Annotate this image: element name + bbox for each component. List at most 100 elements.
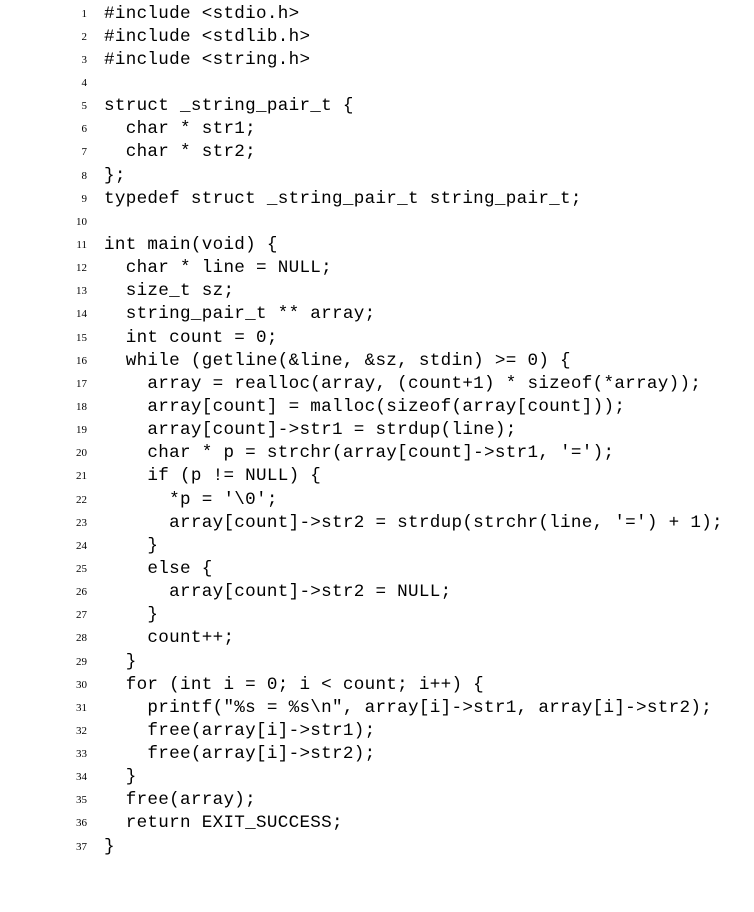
line-number: 15 <box>76 331 87 344</box>
code-line: 14 string_pair_t ** array; <box>0 303 723 326</box>
code-line: 28 count++; <box>0 627 723 650</box>
line-number: 1 <box>81 7 88 20</box>
code-line: 29 } <box>0 650 723 673</box>
code-line: 16 while (getline(&line, &sz, stdin) >= … <box>0 349 723 372</box>
line-number: 5 <box>81 100 88 113</box>
line-number: 34 <box>76 771 87 784</box>
code-line: 5 struct _string_pair_t { <box>0 95 723 118</box>
code-text: printf("%s = %s\n", array[i]->str1, arra… <box>104 697 713 718</box>
line-number: 9 <box>81 192 88 205</box>
code-text: char * p = strchr(array[count]->str1, '=… <box>104 443 615 464</box>
code-line: 18 array[count] = malloc(sizeof(array[co… <box>0 395 723 418</box>
code-text: array[count] = malloc(sizeof(array[count… <box>104 396 626 417</box>
line-number: 27 <box>76 609 87 622</box>
code-text: free(array[i]->str1); <box>104 720 376 741</box>
code-text: int main(void) { <box>104 234 278 255</box>
code-text: struct _string_pair_t { <box>104 96 354 117</box>
code-line: 19 array[count]->str1 = strdup(line); <box>0 419 723 442</box>
line-number: 2 <box>81 30 88 43</box>
line-number: 3 <box>81 53 88 66</box>
line-number: 28 <box>76 632 87 645</box>
code-text: else { <box>104 558 213 579</box>
line-number: 22 <box>76 493 87 506</box>
line-number: 8 <box>81 169 88 182</box>
line-number: 7 <box>81 146 88 159</box>
code-line: 33 free(array[i]->str2); <box>0 743 723 766</box>
code-line: 23 array[count]->str2 = strdup(strchr(li… <box>0 511 723 534</box>
line-number: 31 <box>76 701 87 714</box>
code-text: for (int i = 0; i < count; i++) { <box>104 674 485 695</box>
code-text: } <box>104 836 115 857</box>
line-number: 32 <box>76 724 87 737</box>
code-text: } <box>104 767 137 788</box>
code-text: char * str1; <box>104 119 257 140</box>
code-line: 32 free(array[i]->str1); <box>0 719 723 742</box>
code-text: array[count]->str2 = strdup(strchr(line,… <box>104 512 723 533</box>
code-line: 2 #include <stdlib.h> <box>0 25 723 48</box>
line-number: 24 <box>76 539 87 552</box>
code-line: 4 <box>0 71 723 94</box>
code-listing: 1#include <stdio.h> 2 #include <stdlib.h> 3… <box>0 2 723 858</box>
code-line: 11 int main(void) { <box>0 233 723 256</box>
line-number: 11 <box>76 238 87 251</box>
code-text: #include <stdlib.h> <box>104 26 311 47</box>
code-line: 24 } <box>0 534 723 557</box>
code-line: 20 char * p = strchr(array[count]->str1,… <box>0 442 723 465</box>
line-number: 37 <box>76 840 87 853</box>
code-text: char * str2; <box>104 142 257 163</box>
line-number: 16 <box>76 354 87 367</box>
code-line: 35 free(array); <box>0 789 723 812</box>
line-number: 21 <box>76 470 87 483</box>
line-number: 6 <box>81 123 88 136</box>
code-line: 12 char * line = NULL; <box>0 257 723 280</box>
line-number: 30 <box>76 678 87 691</box>
code-text: } <box>104 535 159 556</box>
line-number: 33 <box>76 748 87 761</box>
code-text: return EXIT_SUCCESS; <box>104 813 343 834</box>
code-text: }; <box>104 165 126 186</box>
line-number: 29 <box>76 655 87 668</box>
code-line: 13 size_t sz; <box>0 280 723 303</box>
code-text: free(array[i]->str2); <box>104 744 376 765</box>
code-text: count++; <box>104 628 235 649</box>
code-line: 21 if (p != NULL) { <box>0 465 723 488</box>
code-line: 8}; <box>0 164 723 187</box>
line-number: 17 <box>76 377 87 390</box>
code-line: 10 <box>0 210 723 233</box>
code-text: #include <string.h> <box>104 49 311 70</box>
code-line: 26 array[count]->str2 = NULL; <box>0 581 723 604</box>
code-text: while (getline(&line, &sz, stdin) >= 0) … <box>104 350 571 371</box>
code-line: 37} <box>0 835 723 858</box>
code-text: array[count]->str2 = NULL; <box>104 582 452 603</box>
line-number: 18 <box>76 400 87 413</box>
code-line: 1#include <stdio.h> <box>0 2 723 25</box>
code-line: 9 typedef struct _string_pair_t string_pa… <box>0 187 723 210</box>
code-text: int count = 0; <box>104 327 278 348</box>
code-line: 25 else { <box>0 557 723 580</box>
line-number: 4 <box>81 76 88 89</box>
line-number: 35 <box>76 794 87 807</box>
line-number: 19 <box>76 424 87 437</box>
line-number: 25 <box>76 562 87 575</box>
code-line: 27 } <box>0 604 723 627</box>
code-text: free(array); <box>104 790 257 811</box>
code-line: 7 char * str2; <box>0 141 723 164</box>
code-line: 6 char * str1; <box>0 118 723 141</box>
code-text: string_pair_t ** array; <box>104 304 376 325</box>
code-text: typedef struct _string_pair_t string_pai… <box>104 188 582 209</box>
line-number: 13 <box>76 285 87 298</box>
code-line: 34 } <box>0 766 723 789</box>
code-text: *p = '\0'; <box>104 489 278 510</box>
line-number: 23 <box>76 516 87 529</box>
code-line: 31 printf("%s = %s\n", array[i]->str1, a… <box>0 696 723 719</box>
code-line: 15 int count = 0; <box>0 326 723 349</box>
line-number: 14 <box>76 308 87 321</box>
code-text: array = realloc(array, (count+1) * sizeo… <box>104 373 702 394</box>
line-number: 12 <box>76 262 87 275</box>
code-text: } <box>104 651 137 672</box>
code-text: char * line = NULL; <box>104 258 333 279</box>
line-number: 20 <box>76 447 87 460</box>
code-line: 22 *p = '\0'; <box>0 488 723 511</box>
line-number: 36 <box>76 817 87 830</box>
code-text: size_t sz; <box>104 281 235 302</box>
